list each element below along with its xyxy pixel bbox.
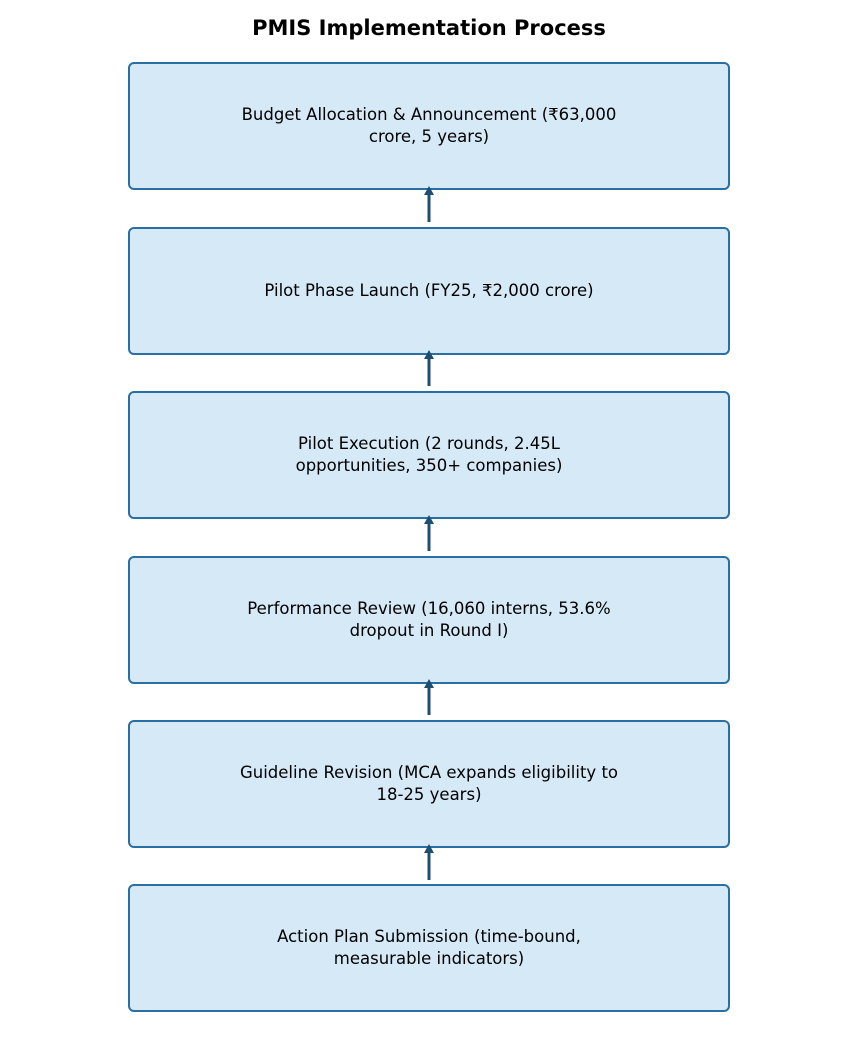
arrow-up-icon: [424, 350, 434, 386]
step-box-pilot-execution: Pilot Execution (2 rounds, 2.45L opportu…: [128, 391, 730, 519]
step-box-performance-review: Performance Review (16,060 interns, 53.6…: [128, 556, 730, 684]
arrow-up-icon: [424, 679, 434, 715]
step-box-action-plan: Action Plan Submission (time-bound, meas…: [128, 884, 730, 1012]
step-label: Pilot Phase Launch (FY25, ₹2,000 crore): [264, 281, 594, 300]
step-label: Budget Allocation & Announcement (₹63,00…: [241, 105, 617, 146]
step-box-pilot-launch: Pilot Phase Launch (FY25, ₹2,000 crore): [128, 227, 730, 355]
step-box-budget-allocation: Budget Allocation & Announcement (₹63,00…: [128, 62, 730, 190]
step-label: Performance Review (16,060 interns, 53.6…: [247, 599, 611, 640]
step-box-guideline-revision: Guideline Revision (MCA expands eligibil…: [128, 720, 730, 848]
arrow-up-icon: [424, 186, 434, 222]
diagram-title: PMIS Implementation Process: [252, 16, 606, 40]
step-label: Guideline Revision (MCA expands eligibil…: [239, 763, 619, 804]
arrow-up-icon: [424, 515, 434, 551]
step-label: Pilot Execution (2 rounds, 2.45L opportu…: [295, 434, 563, 475]
step-label: Action Plan Submission (time-bound, meas…: [277, 927, 581, 968]
arrow-up-icon: [424, 844, 434, 880]
